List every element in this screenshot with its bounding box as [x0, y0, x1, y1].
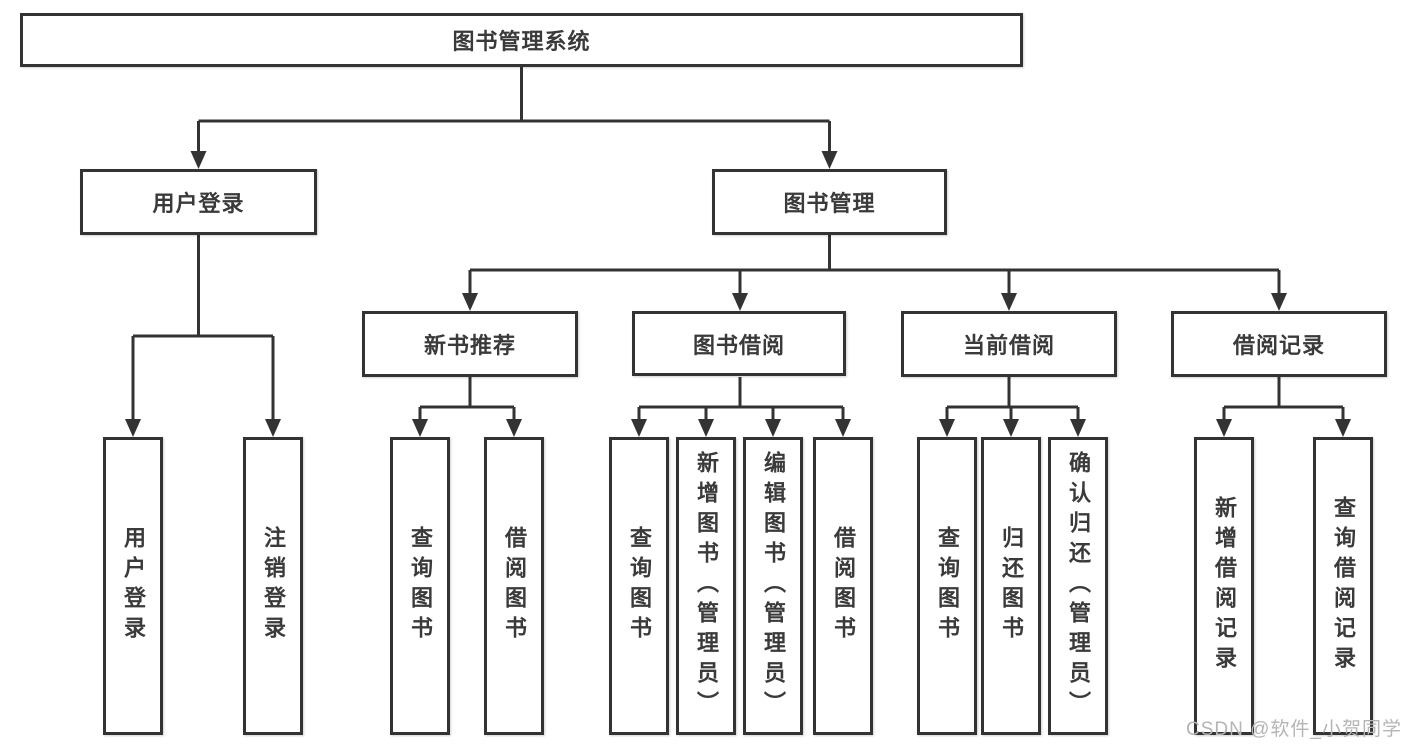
node-borrow-records: 借阅记录	[1171, 311, 1387, 377]
node-book-borrow: 图书借阅	[632, 311, 846, 376]
leaf-user-login: 用户登录	[103, 437, 163, 735]
arrowhead	[835, 419, 851, 437]
leaf-add-borrow-record: 新增借阅记录	[1194, 437, 1254, 735]
arrowhead	[631, 419, 647, 437]
connector-book-mgmt-to-level3	[468, 235, 1281, 294]
arrowhead	[939, 419, 955, 437]
arrowhead	[1003, 419, 1019, 437]
connector-current-borrow-to-leaves	[945, 377, 1080, 420]
arrowhead	[698, 419, 714, 437]
arrowhead	[190, 151, 207, 169]
leaf-add-books-admin: 新增图书（管理员）	[676, 437, 736, 735]
arrowhead	[1216, 419, 1232, 437]
csdn-watermark: CSDN @软件_小贺同学	[1186, 719, 1402, 740]
arrowhead	[765, 419, 781, 437]
node-current-borrow: 当前借阅	[901, 311, 1117, 377]
connector-root-to-level2	[197, 67, 831, 152]
connector-user-login-to-leaves	[131, 235, 275, 420]
connector-borrow-records-to-leaves	[1222, 377, 1345, 420]
leaf-borrow-books-recommend: 借阅图书	[484, 437, 544, 735]
connector-new-book-to-leaves	[418, 377, 516, 420]
arrowhead	[1001, 293, 1017, 311]
leaf-logout: 注销登录	[243, 437, 303, 735]
node-book-management: 图书管理	[712, 169, 947, 235]
leaf-query-books-current: 查询图书	[917, 437, 977, 735]
arrowhead	[125, 419, 141, 437]
leaf-edit-books-admin: 编辑图书（管理员）	[743, 437, 803, 735]
arrowhead	[412, 419, 428, 437]
arrowhead	[1070, 419, 1086, 437]
arrowhead	[265, 419, 281, 437]
node-root-library-management-system: 图书管理系统	[20, 13, 1023, 67]
leaf-borrow-books: 借阅图书	[813, 437, 873, 735]
arrowhead	[1335, 419, 1351, 437]
leaf-confirm-return-admin: 确认归还（管理员）	[1048, 437, 1108, 735]
connector-book-borrow-to-leaves	[637, 377, 845, 420]
arrowhead	[821, 151, 838, 169]
node-new-book-recommend: 新书推荐	[362, 311, 578, 377]
node-user-login: 用户登录	[80, 169, 317, 235]
arrowhead	[506, 419, 522, 437]
leaf-query-borrow-record: 查询借阅记录	[1313, 437, 1373, 735]
leaf-return-books: 归还图书	[981, 437, 1041, 735]
leaf-query-books-recommend: 查询图书	[390, 437, 450, 735]
arrowhead	[732, 293, 748, 311]
leaf-query-books-borrow: 查询图书	[609, 437, 669, 735]
arrowhead	[462, 293, 478, 311]
arrowhead	[1271, 293, 1287, 311]
